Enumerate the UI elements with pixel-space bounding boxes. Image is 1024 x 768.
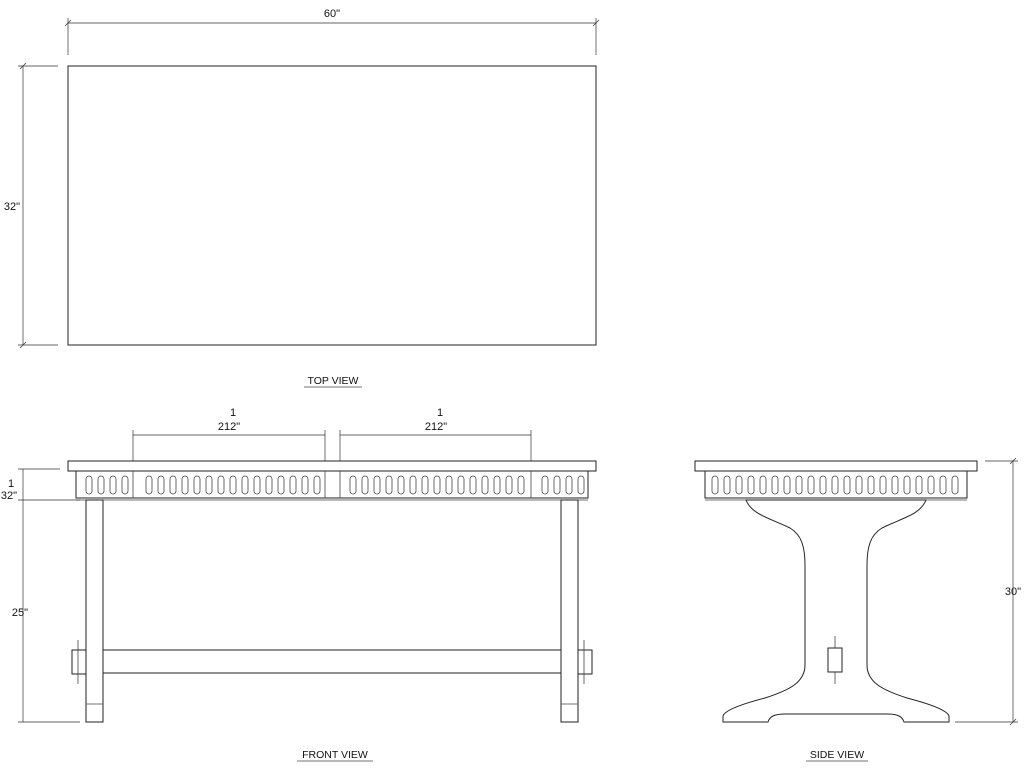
apron-slot <box>759 475 767 495</box>
apron-slot <box>421 475 429 495</box>
apron-slot <box>505 475 513 495</box>
apron-slot <box>951 475 959 495</box>
apron-slot <box>265 475 273 495</box>
front-leg-dimension: 25" <box>12 500 80 723</box>
apron-slot <box>723 475 731 495</box>
front-leg-height-label: 25" <box>12 607 28 619</box>
side-apron <box>704 470 968 499</box>
front-top-slab <box>67 460 597 472</box>
tabletop-outline <box>67 65 597 346</box>
apron-slot <box>481 475 489 495</box>
apron-slot <box>879 475 887 495</box>
apron-slot <box>433 475 441 495</box>
apron-slot <box>85 475 93 495</box>
apron-slot <box>711 475 719 495</box>
apron-slot <box>349 475 357 495</box>
apron-slot <box>939 475 947 495</box>
front-apron-top: 1 <box>8 478 14 490</box>
apron-slot <box>361 475 369 495</box>
apron-slot <box>891 475 899 495</box>
apron-slot <box>121 475 129 495</box>
front-right-span-bottom: 212" <box>425 421 447 433</box>
apron-slot <box>747 475 755 495</box>
apron-slot <box>867 475 875 495</box>
side-wedge <box>827 647 843 673</box>
front-apron-slots <box>85 475 585 495</box>
apron-slot <box>577 475 585 495</box>
side-height-label: 30" <box>1005 586 1021 598</box>
apron-slot <box>109 475 117 495</box>
apron-slot <box>927 475 935 495</box>
apron-slot <box>205 475 213 495</box>
apron-slot <box>517 475 525 495</box>
apron-slot <box>181 475 189 495</box>
apron-slot <box>385 475 393 495</box>
apron-slot <box>783 475 791 495</box>
apron-slot <box>193 475 201 495</box>
apron-slot <box>289 475 297 495</box>
apron-slot <box>373 475 381 495</box>
apron-slot <box>903 475 911 495</box>
apron-slot <box>457 475 465 495</box>
apron-slot <box>553 475 561 495</box>
apron-slot <box>301 475 309 495</box>
front-left-leg <box>85 499 104 723</box>
front-right-wedge <box>577 649 593 675</box>
apron-slot <box>277 475 285 495</box>
side-view-title: SIDE VIEW <box>810 749 864 761</box>
top-width-label: 60" <box>324 8 340 20</box>
apron-slot <box>157 475 165 495</box>
front-left-span-dimension: 1 212" <box>132 407 326 461</box>
front-right-leg <box>560 499 579 723</box>
apron-slot <box>241 475 249 495</box>
apron-slot <box>229 475 237 495</box>
apron-slot <box>795 475 803 495</box>
top-depth-label: 32" <box>4 201 20 213</box>
front-stretcher <box>102 649 562 674</box>
front-apron-bottom: 32" <box>1 490 17 502</box>
side-pedestal <box>722 499 950 723</box>
top-view-title: TOP VIEW <box>308 375 359 387</box>
front-view-title: FRONT VIEW <box>302 749 368 761</box>
side-height-dimension: 30" <box>955 457 1021 726</box>
side-view: 30" SIDE VIEW <box>694 457 1021 762</box>
apron-slot <box>843 475 851 495</box>
side-apron-slots <box>711 475 959 495</box>
apron-slot <box>409 475 417 495</box>
apron-slot <box>397 475 405 495</box>
front-view: 1 212" 1 212" 1 32" 25" FRONT VIEW <box>1 407 597 762</box>
apron-slot <box>565 475 573 495</box>
front-right-span-dimension: 1 212" <box>339 407 532 461</box>
top-width-dimension: 60" <box>64 8 600 55</box>
front-left-wedge <box>71 649 87 675</box>
apron-slot <box>493 475 501 495</box>
apron-slot <box>541 475 549 495</box>
apron-slot <box>217 475 225 495</box>
apron-slot <box>807 475 815 495</box>
top-view: 60" 32" TOP VIEW <box>4 8 600 388</box>
apron-slot <box>855 475 863 495</box>
top-depth-dimension: 32" <box>4 62 58 349</box>
front-apron <box>75 470 589 499</box>
apron-slot <box>469 475 477 495</box>
apron-slot <box>445 475 453 495</box>
front-left-span-bottom: 212" <box>218 421 240 433</box>
front-apron-dimension: 1 32" <box>1 468 80 502</box>
apron-slot <box>915 475 923 495</box>
apron-slot <box>819 475 827 495</box>
apron-slot <box>97 475 105 495</box>
apron-slot <box>771 475 779 495</box>
apron-slot <box>169 475 177 495</box>
apron-slot <box>313 475 321 495</box>
front-left-span-top: 1 <box>230 407 236 419</box>
apron-slot <box>831 475 839 495</box>
apron-slot <box>735 475 743 495</box>
front-right-span-top: 1 <box>437 407 443 419</box>
apron-slot <box>253 475 261 495</box>
side-top-slab <box>694 460 978 472</box>
apron-slot <box>145 475 153 495</box>
